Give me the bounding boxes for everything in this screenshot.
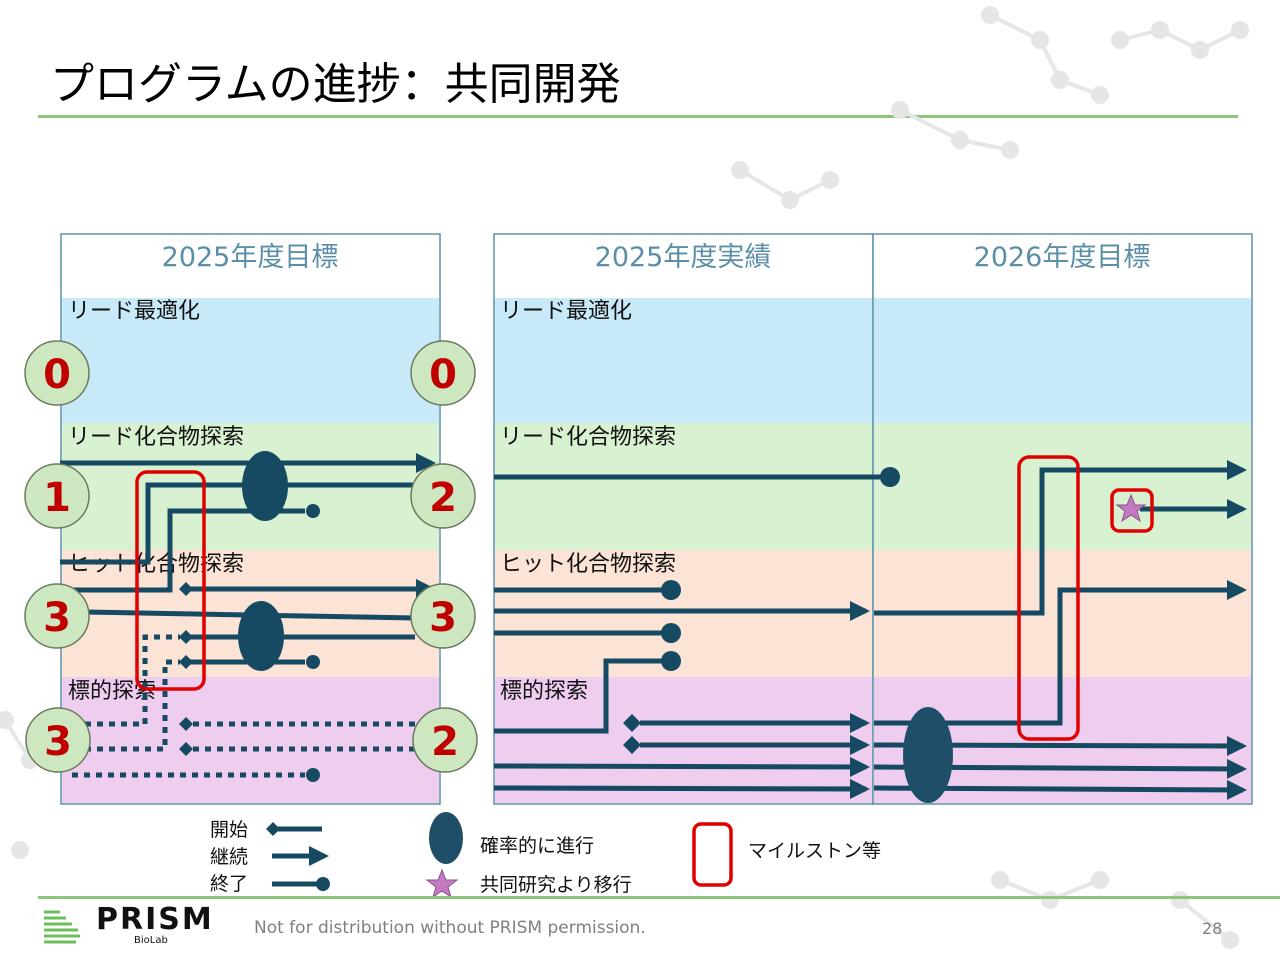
start-diamond-icon: [266, 822, 280, 836]
flow-line: [60, 508, 305, 593]
start-diamond: [179, 582, 193, 596]
count-circle: 3: [25, 707, 91, 773]
band-target-search: [62, 677, 439, 803]
continue-arrow: [493, 756, 870, 777]
dotted-flows: [72, 634, 415, 778]
end-dot: [306, 655, 320, 669]
continue-arrow: [874, 460, 1247, 616]
molecule-decoration: [0, 6, 1249, 949]
count-circle: 3: [410, 583, 476, 649]
svg-text:3: 3: [43, 595, 71, 641]
footer-divider: [38, 896, 1280, 899]
start-diamond: [623, 714, 641, 732]
milestone-box: [1017, 455, 1080, 741]
logo-subtitle: BioLab: [134, 935, 168, 946]
logo-wordmark: PRISM: [96, 902, 214, 937]
slide-title: プログラムの進捗：共同開発: [50, 59, 621, 110]
probability-ellipse: [242, 451, 288, 521]
count-circle: 0: [410, 340, 476, 406]
stage-label: 標的探索: [500, 679, 588, 704]
star-icon: [1115, 493, 1147, 523]
count-circle: 3: [24, 583, 90, 649]
probability-ellipse-icon: [429, 812, 463, 864]
star-icon: [425, 868, 459, 899]
stage-label: 標的探索: [68, 679, 156, 704]
svg-text:2: 2: [429, 475, 457, 521]
panel-title: 2026年度目標: [974, 242, 1151, 273]
start-diamond: [179, 630, 193, 644]
count-circle: 1: [24, 463, 90, 529]
milestone-box-icon: [692, 822, 733, 887]
stage-label: リード化合物探索: [68, 425, 244, 450]
title-divider: [38, 115, 1238, 118]
stage-counts: 0 1 3 3 0 2 3 2: [24, 340, 478, 773]
flows-actual-2025: [493, 467, 900, 799]
panel-title: 2025年度目標: [162, 242, 339, 273]
panel-actual-2025: 2025年度実績 リード最適化 リード化合物探索 ヒット化合物探索 標的探索: [493, 233, 874, 805]
legend-start-label: 開始: [210, 819, 248, 841]
svg-text:1: 1: [43, 475, 71, 521]
page-number: 28: [1202, 919, 1223, 938]
prism-logo-icon: [44, 910, 80, 944]
stage-label: リード化合物探索: [500, 425, 676, 450]
band-lead-search: [495, 423, 872, 550]
end-dot: [306, 768, 320, 782]
panel-goal-2025: 2025年度目標 リード最適化 リード化合物探索 ヒット化合物探索 標的探索: [60, 233, 441, 805]
legend-end-label: 終了: [210, 873, 248, 895]
svg-text:3: 3: [44, 719, 72, 765]
end-dot: [661, 623, 681, 643]
flows-goal-2025: [60, 451, 436, 782]
band-lead-opt: [495, 298, 872, 423]
svg-text:0: 0: [43, 352, 71, 398]
legend-milestone-label: マイルストン等: [748, 840, 881, 862]
continue-arrow: [874, 580, 1247, 726]
end-dot: [661, 651, 681, 671]
svg-text:2: 2: [431, 719, 459, 765]
legend-continue-label: 継続: [210, 846, 248, 868]
band-target-search: [495, 677, 872, 803]
legend-star-label: 共同研究より移行: [480, 874, 632, 896]
end-dot-icon: [316, 877, 330, 891]
panel-title: 2025年度実績: [595, 242, 772, 273]
end-dot: [880, 467, 900, 487]
continue-arrow: [493, 778, 870, 799]
legend: 開始 継続 終了 確率的に進行 共同研究より移行 マイルストン等: [210, 812, 881, 899]
svg-text:3: 3: [429, 595, 457, 641]
flows-goal-2026: [873, 455, 1247, 803]
start-diamond: [623, 736, 641, 754]
start-diamond: [179, 717, 193, 731]
milestone-box: [1110, 488, 1154, 533]
stage-label: ヒット化合物探索: [500, 552, 676, 577]
flow-line: [494, 658, 665, 734]
svg-text:0: 0: [429, 352, 457, 398]
probability-ellipse: [238, 601, 284, 671]
band-lead-search: [874, 423, 1251, 550]
end-dot: [661, 580, 681, 600]
distribution-notice: Not for distribution without PRISM permi…: [254, 918, 646, 938]
count-circle: 2: [410, 463, 476, 529]
count-circle: 2: [412, 707, 478, 773]
start-diamond: [179, 655, 193, 669]
band-lead-opt: [62, 298, 439, 423]
end-dot: [306, 504, 320, 518]
stage-label: リード最適化: [68, 299, 200, 324]
probability-ellipse: [903, 707, 953, 803]
count-circle: 0: [24, 340, 90, 406]
band-lead-opt: [874, 298, 1251, 423]
legend-probabilistic-label: 確率的に進行: [480, 835, 594, 857]
milestone-box: [135, 470, 206, 691]
start-diamond: [179, 742, 193, 756]
stage-label: リード最適化: [500, 299, 632, 324]
